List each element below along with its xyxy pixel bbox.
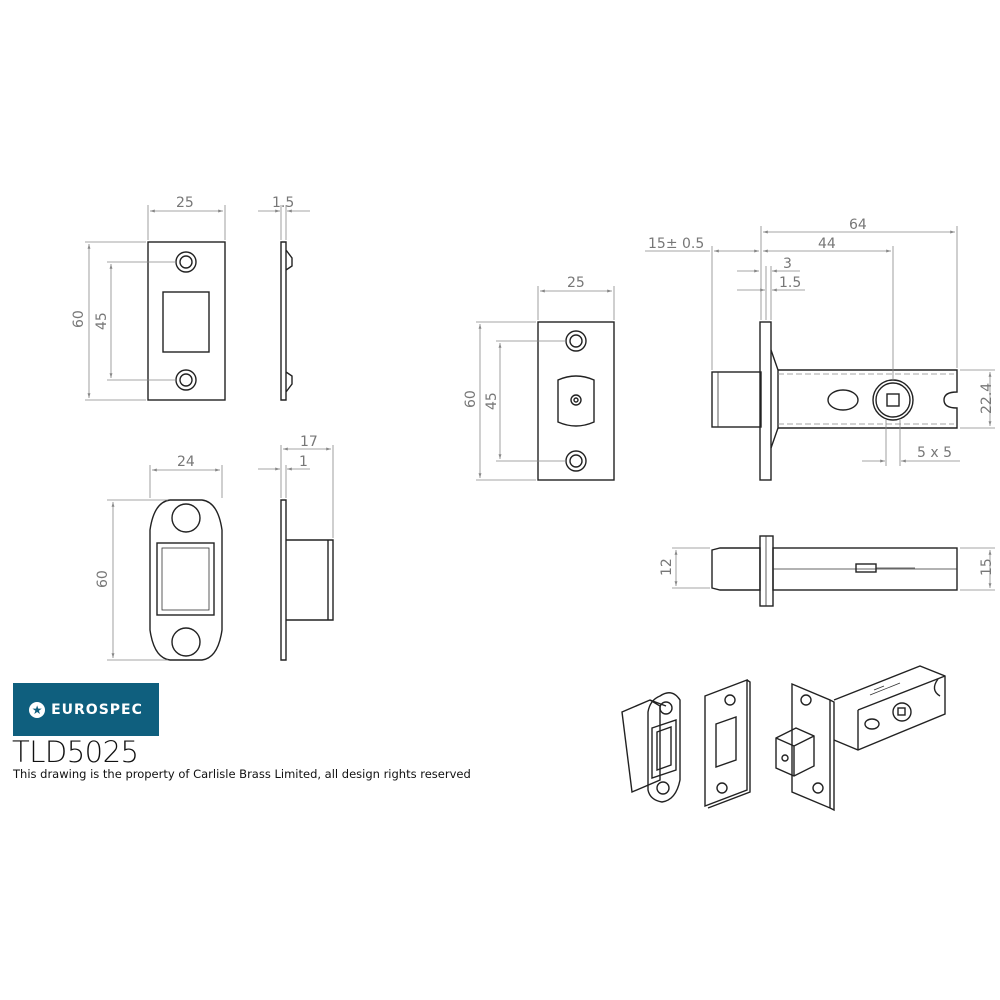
strike-plate-isometric: [704, 678, 751, 809]
star-circle-icon: ★: [29, 701, 46, 718]
box-keep-isometric: [621, 692, 681, 803]
dim-latch-spindle: 5 x 5: [917, 445, 952, 461]
box-keep-side-view: 17 1: [258, 434, 334, 661]
box-keep-front-view: 24 60: [95, 454, 223, 661]
latch-isometric: [775, 665, 946, 812]
dim-latch-bolt-height: 12: [659, 558, 675, 576]
dim-forend-height: 60: [463, 390, 479, 408]
dim-strike-width: 25: [176, 195, 194, 211]
dim-keep-height: 60: [95, 570, 111, 588]
dim-keep-depth: 17: [300, 434, 318, 450]
eurospec-logo: ★ EUROSPEC: [13, 683, 159, 736]
dim-latch-case-height: 22.4: [979, 383, 995, 414]
forend-front-view: 25 60 45: [463, 275, 615, 481]
dim-latch-forend-thickness: 1.5: [779, 275, 801, 291]
dim-latch-overall: 64: [849, 217, 867, 233]
latch-side-view: 64 15± 0.5 44 3 1.5 22.4 5 x 5: [645, 217, 995, 481]
dim-keep-plate-thickness: 1: [299, 454, 308, 470]
dim-forend-width: 25: [567, 275, 585, 291]
brand-name: EUROSPEC: [51, 701, 143, 718]
dim-latch-projection: 15± 0.5: [648, 236, 704, 252]
copyright-note: This drawing is the property of Carlisle…: [13, 767, 471, 781]
product-code: TLD5025: [12, 735, 139, 769]
dim-latch-forend-offset: 3: [783, 256, 792, 272]
latch-top-view: 12 15: [659, 535, 995, 607]
dim-strike-height: 60: [71, 310, 87, 328]
strike-plate-side-view: 1.5: [258, 195, 310, 401]
dim-strike-hole-centres: 45: [94, 312, 110, 330]
dim-keep-width: 24: [177, 454, 195, 470]
strike-plate-front-view: 25 60 45: [71, 195, 226, 401]
dim-latch-backset: 44: [818, 236, 836, 252]
dim-strike-thickness: 1.5: [272, 195, 294, 211]
dim-forend-hole-centres: 45: [484, 392, 500, 410]
dim-latch-case-width: 15: [979, 558, 995, 576]
